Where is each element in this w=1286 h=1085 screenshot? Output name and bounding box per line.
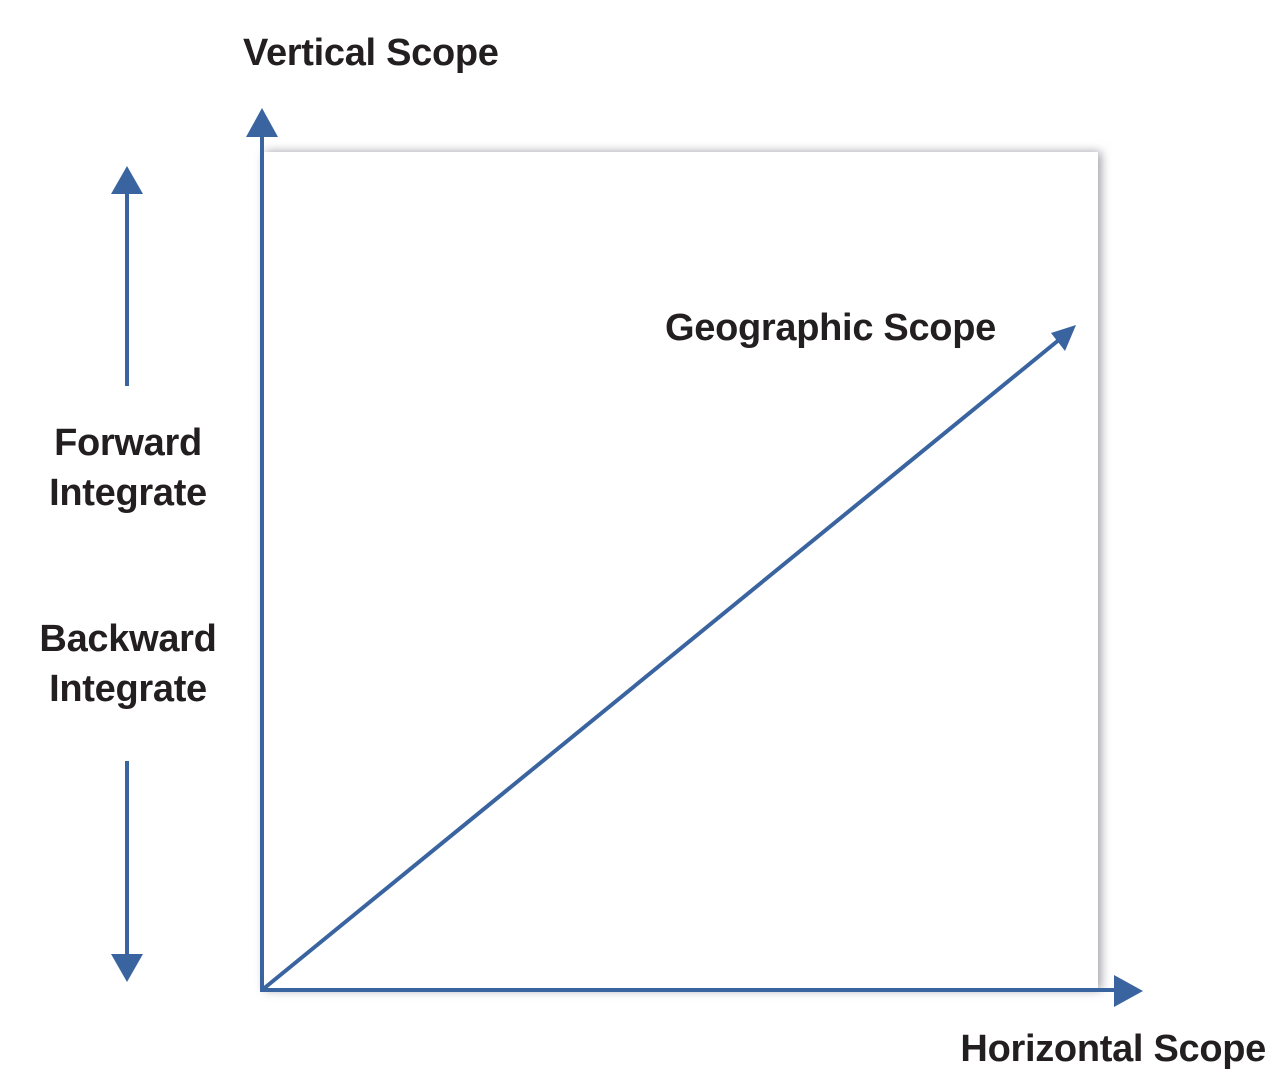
forward-integrate-arrow <box>111 166 143 386</box>
forward-integrate-line2: Integrate <box>49 472 207 514</box>
forward-integrate-line1: Forward <box>54 422 202 464</box>
backward-integrate-line1: Backward <box>39 618 217 660</box>
geographic-scope-label: Geographic Scope <box>665 307 996 349</box>
vertical-scope-label: Vertical Scope <box>243 32 499 74</box>
geographic-scope-arrow <box>260 325 1076 992</box>
forward-integrate-label: Forward Integrate <box>18 418 238 518</box>
vertical-axis-arrow <box>246 108 278 992</box>
backward-integrate-label: Backward Integrate <box>18 614 238 714</box>
backward-integrate-arrow <box>111 761 143 982</box>
horizontal-scope-label: Horizontal Scope <box>960 1028 1266 1070</box>
backward-integrate-line2: Integrate <box>49 668 207 710</box>
horizontal-axis-arrow <box>260 975 1143 1007</box>
quadrant-frame <box>262 152 1098 990</box>
